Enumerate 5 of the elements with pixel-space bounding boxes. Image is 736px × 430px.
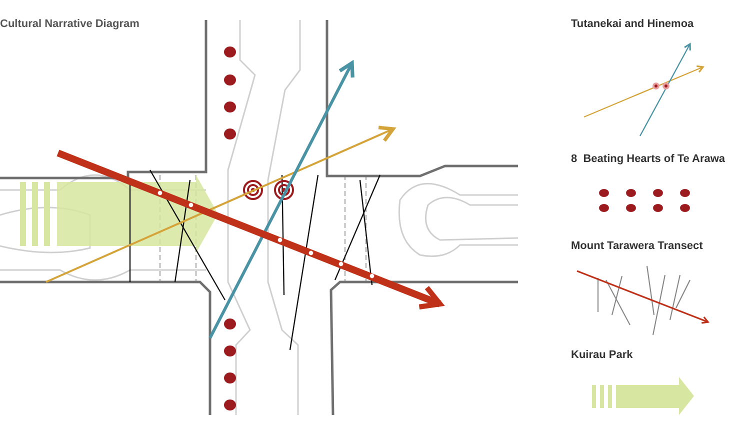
legend-label: Tutanekai and Hinemoa: [571, 18, 694, 30]
diagram-title: Cultural Narrative Diagram: [0, 18, 140, 30]
legend-label: 8 Beating Hearts of Te Arawa: [571, 153, 726, 165]
legend-label: Mount Tarawera Transect: [571, 240, 703, 252]
legend-label: Kuirau Park: [571, 349, 633, 361]
